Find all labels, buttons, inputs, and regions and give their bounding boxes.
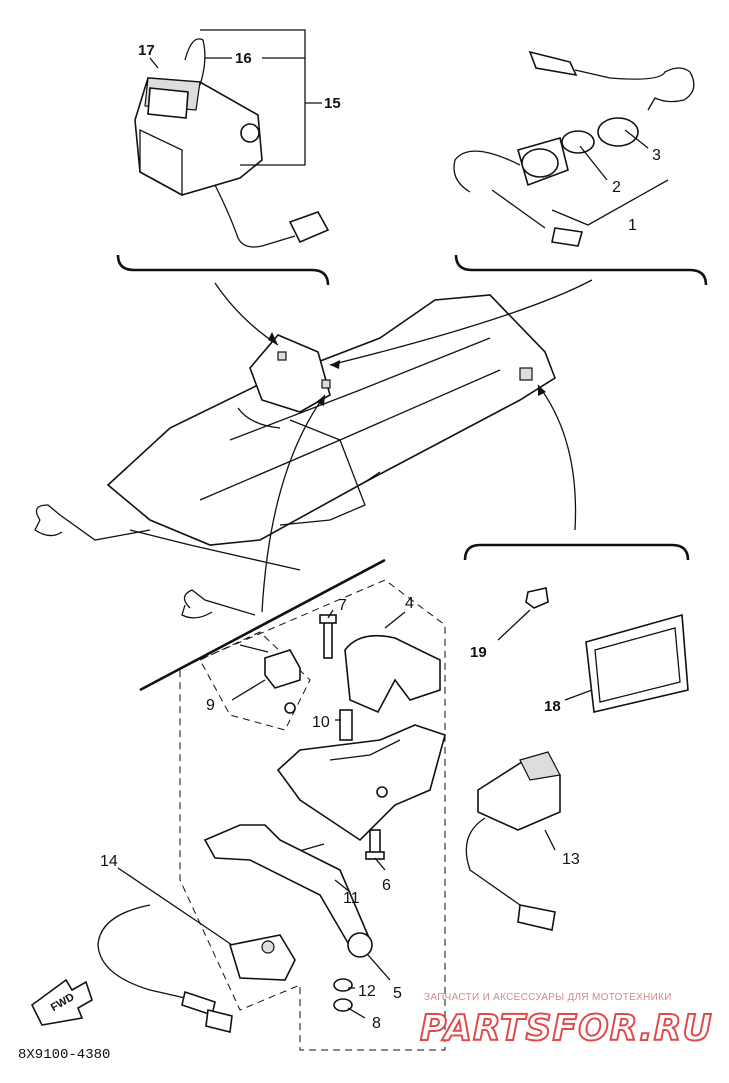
callout-8: 8 bbox=[372, 1015, 381, 1032]
watermark-brand: PARTSFOR.RU bbox=[420, 1008, 713, 1049]
switch-assembly bbox=[453, 50, 695, 247]
inset-frame-right bbox=[454, 254, 708, 286]
callout-3: 3 bbox=[652, 147, 661, 164]
fwd-arrow-icon: FWD bbox=[30, 978, 93, 1026]
callout-13: 13 bbox=[562, 851, 580, 868]
callout-1: 1 bbox=[628, 217, 637, 234]
callout-6: 6 bbox=[382, 877, 391, 894]
snowmobile-body bbox=[34, 294, 556, 619]
callout-14: 14 bbox=[100, 853, 118, 870]
relay-housing bbox=[134, 38, 330, 248]
callout-5: 5 bbox=[393, 985, 402, 1002]
relay-13 bbox=[465, 751, 561, 931]
connection-arrows bbox=[214, 279, 593, 613]
callout-12: 12 bbox=[358, 983, 376, 1000]
callout-17: 17 bbox=[138, 42, 155, 59]
inset-frame-left bbox=[116, 254, 330, 286]
callout-16: 16 bbox=[235, 50, 252, 67]
leader-15-bracket bbox=[200, 29, 306, 166]
callout-10: 10 bbox=[312, 714, 330, 731]
callout-11: 11 bbox=[343, 890, 360, 907]
inset-relay-unit: 17 16 15 bbox=[116, 29, 341, 286]
callout-2: 2 bbox=[612, 179, 621, 196]
watermark-tagline: ЗАПЧАСТИ И АКСЕССУАРЫ ДЛЯ МОТОТЕХНИКИ bbox=[424, 992, 672, 1003]
callout-19: 19 bbox=[470, 644, 487, 661]
callout-15: 15 bbox=[324, 95, 341, 112]
inset-main-switch: 3 2 1 bbox=[453, 50, 708, 286]
callout-4: 4 bbox=[405, 595, 414, 612]
reflector-and-grommet bbox=[497, 587, 689, 713]
callout-18: 18 bbox=[544, 698, 561, 715]
section-cut-line bbox=[139, 558, 386, 692]
drawing-code: 8X9100-4380 bbox=[18, 1047, 110, 1063]
inset-frame-lamp bbox=[463, 543, 690, 561]
callout-9: 9 bbox=[206, 697, 215, 714]
throttle-lever-assembly bbox=[97, 579, 446, 1051]
callout-7: 7 bbox=[338, 597, 347, 614]
